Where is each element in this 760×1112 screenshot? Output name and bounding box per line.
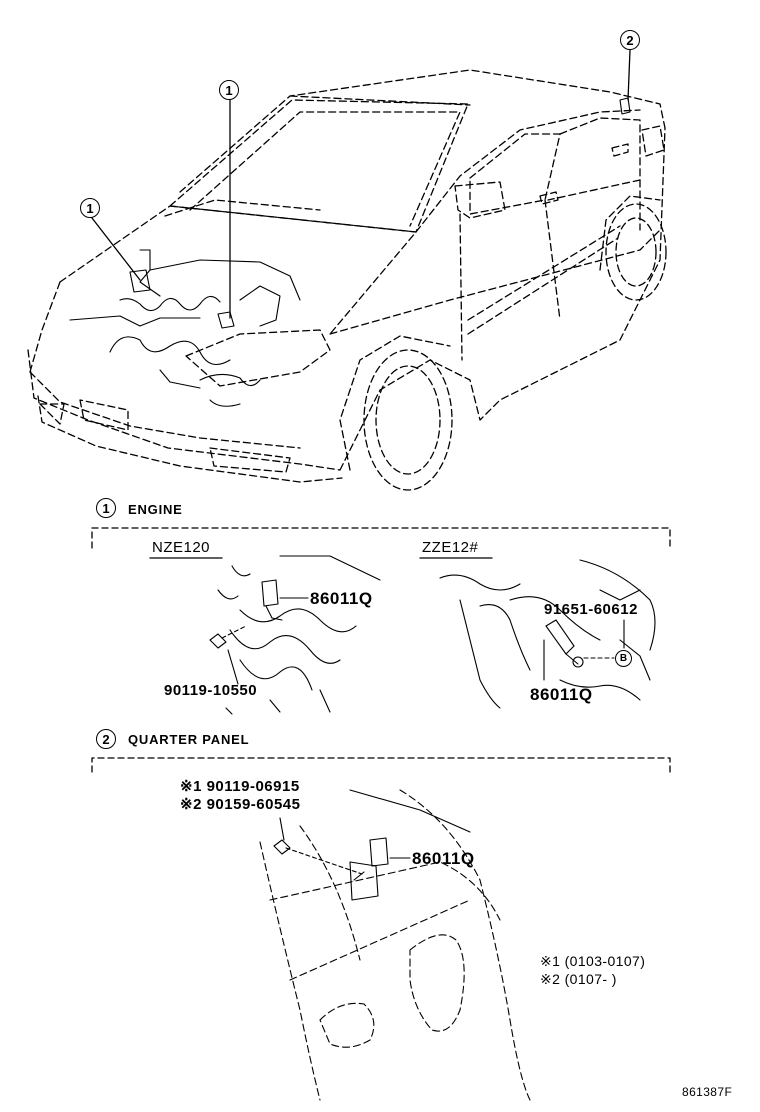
quarter-panel-sketch <box>259 789 531 1101</box>
model-nze120: NZE120 <box>152 539 211 556</box>
section-engine-number: 1 <box>96 498 116 518</box>
nze120-detail-sketch <box>209 555 381 715</box>
engine-bay-sketch <box>69 97 631 407</box>
callout-quarter-panel: 2 <box>620 30 640 50</box>
engine-section-frame <box>91 527 671 549</box>
part-bolt-quarter-2: ※2 90159-60545 <box>180 796 301 813</box>
part-sensor-zze12: 86011Q <box>530 685 593 704</box>
zze12-detail-sketch <box>439 559 656 709</box>
section-quarter-number: 2 <box>96 729 116 749</box>
car-outline <box>27 69 667 491</box>
section-engine-title: ENGINE <box>128 502 183 517</box>
quarter-section-frame <box>91 757 671 773</box>
section-quarter-title: QUARTER PANEL <box>128 732 250 747</box>
part-bolt-nze120: 90119-10550 <box>164 682 258 699</box>
diagram-id: 861387F <box>682 1085 733 1099</box>
part-bolt-zze12: 91651-60612 <box>544 601 638 618</box>
part-bolt-quarter-1: ※1 90119-06915 <box>180 778 300 795</box>
part-sensor-quarter: 86011Q <box>412 849 475 868</box>
callout-engine-left: 1 <box>80 198 100 218</box>
callout-engine-center: 1 <box>219 80 239 100</box>
bolt-marker-b: B <box>615 650 632 667</box>
part-sensor-nze120: 86011Q <box>310 589 373 608</box>
note-variant-2: ※2 (0107- ) <box>540 971 617 987</box>
car-callout-leaders <box>91 49 631 319</box>
model-zze12: ZZE12# <box>422 539 479 556</box>
note-variant-1: ※1 (0103-0107) <box>540 953 646 969</box>
